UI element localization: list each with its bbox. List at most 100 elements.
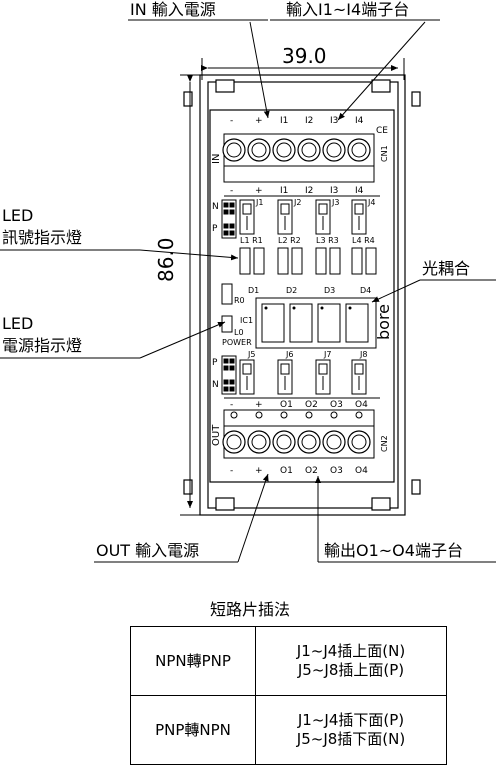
signal-led — [351, 247, 363, 275]
brand-logo-text: bore — [374, 303, 393, 340]
terminal-hole — [280, 411, 288, 419]
np-label: N — [212, 380, 219, 390]
input-row-label: + — [255, 186, 263, 196]
top-terminal-label: I4 — [355, 116, 364, 126]
top-terminal-label: + — [255, 116, 263, 126]
resistor — [253, 247, 265, 275]
diode-label: D3 — [324, 286, 336, 295]
output-row-label: - — [230, 400, 234, 410]
top-terminal-screws — [222, 138, 371, 162]
optocoupler-chip — [345, 303, 369, 343]
setting-line: J1~J4插上面(N) — [296, 642, 406, 660]
optocoupler-chip — [317, 303, 341, 343]
side-out-label: OUT — [211, 424, 222, 446]
terminal-screw — [347, 138, 371, 162]
height-dimension-label: 86.0 — [154, 237, 178, 282]
jumper-table: NPN轉PNP J1~J4插上面(N) J5~J8插上面(P) PNP轉NPN … — [130, 626, 447, 765]
optocoupler-chips — [261, 303, 369, 343]
bottom-terminal-screws — [222, 430, 371, 454]
l0-led — [221, 315, 233, 333]
jumper-label: J1 — [256, 198, 264, 207]
ce-mark: CE — [376, 126, 388, 136]
input-row-label: I1 — [280, 186, 289, 196]
height-dimension — [180, 74, 200, 516]
terminal-hole — [230, 411, 238, 419]
housing — [183, 74, 421, 516]
jumper-label: J8 — [360, 350, 368, 359]
np-label: P — [212, 358, 218, 368]
led-resistor-label: L4 R4 — [352, 236, 375, 245]
callout-led-power-line2: 電源指示燈 — [2, 336, 83, 355]
callout-out-power: OUT 輸入電源 — [96, 541, 200, 560]
bottom-terminal-label: O3 — [330, 466, 343, 476]
power-label: POWER — [222, 338, 252, 347]
terminal-screw — [347, 430, 371, 454]
terminal-screw — [272, 430, 296, 454]
terminal-screw — [222, 138, 246, 162]
np-label: P — [212, 224, 218, 234]
top-terminal-label: I1 — [280, 116, 289, 126]
terminal-screw — [322, 430, 346, 454]
mode-cell: NPN轉PNP — [130, 626, 256, 696]
jumper-label: J6 — [286, 350, 294, 359]
table-row: PNP轉NPN J1~J4插下面(P) J5~J8插下面(N) — [130, 695, 447, 765]
callout-led-signal-line1: LED — [2, 206, 34, 225]
terminal-hole — [255, 411, 263, 419]
r0-resistor — [221, 283, 233, 305]
led-resistor-label: L1 R1 — [240, 236, 263, 245]
bottom-terminal-label: O2 — [305, 466, 318, 476]
resistor — [291, 247, 303, 275]
terminal-hole — [305, 411, 313, 419]
output-row-label: O2 — [305, 400, 318, 410]
ic1-label: IC1 — [240, 316, 254, 325]
terminal-screw — [297, 430, 321, 454]
input-row-label: I2 — [305, 186, 314, 196]
width-dimension-label: 39.0 — [282, 44, 327, 68]
bottom-terminal-label: - — [230, 466, 234, 476]
terminal-hole — [330, 411, 338, 419]
setting-line: J5~J8插下面(N) — [296, 730, 406, 748]
terminal-screw — [272, 138, 296, 162]
optocoupler-chip — [289, 303, 313, 343]
side-in-label: IN — [211, 153, 222, 164]
callout-leaders — [0, 19, 496, 563]
top-terminal-label: - — [230, 116, 234, 126]
table-row: NPN轉PNP J1~J4插上面(N) J5~J8插上面(P) — [130, 626, 447, 696]
signal-led — [239, 247, 251, 275]
bottom-terminal-label: O4 — [355, 466, 368, 476]
input-row-label: I3 — [330, 186, 339, 196]
output-row-label: + — [255, 400, 263, 410]
cn1-label: CN1 — [380, 145, 389, 162]
input-row-label: - — [230, 186, 234, 196]
setting-cell: J1~J4插下面(P) J5~J8插下面(N) — [255, 695, 447, 765]
terminal-screw — [222, 430, 246, 454]
callout-led-signal-line2: 訊號指示燈 — [2, 228, 83, 247]
terminal-screw — [247, 430, 271, 454]
optocoupler-chip — [261, 303, 285, 343]
setting-cell: J1~J4插上面(N) J5~J8插上面(P) — [255, 626, 447, 696]
diode-label: D1 — [248, 286, 260, 295]
l0-label: L0 — [234, 328, 244, 337]
callout-in-power: IN 輸入電源 — [130, 0, 216, 19]
diode-label: D2 — [286, 286, 298, 295]
jumper-table-title: 短路片插法 — [209, 600, 290, 619]
mode-cell: PNP轉NPN — [130, 695, 256, 765]
r0-label: R0 — [234, 296, 245, 305]
jumper-label: J4 — [368, 198, 376, 207]
module-drawing — [0, 19, 496, 563]
setting-line: J5~J8插上面(P) — [297, 661, 405, 679]
jumper-label: J5 — [248, 350, 256, 359]
output-row-label: O1 — [280, 400, 293, 410]
np-label: N — [212, 202, 219, 212]
output-row-label: O3 — [330, 400, 343, 410]
jumper-label: J2 — [294, 198, 302, 207]
top-terminal-label: I2 — [305, 116, 314, 126]
led-resistor-label: L2 R2 — [278, 236, 301, 245]
np-header-top — [221, 199, 237, 239]
terminal-screw — [297, 138, 321, 162]
bottom-terminal-label: O1 — [280, 466, 293, 476]
callout-optocoupler: 光耦合 — [422, 259, 471, 278]
output-row-label: O4 — [355, 400, 368, 410]
callout-led-power-line1: LED — [2, 314, 34, 333]
terminal-screw — [247, 138, 271, 162]
